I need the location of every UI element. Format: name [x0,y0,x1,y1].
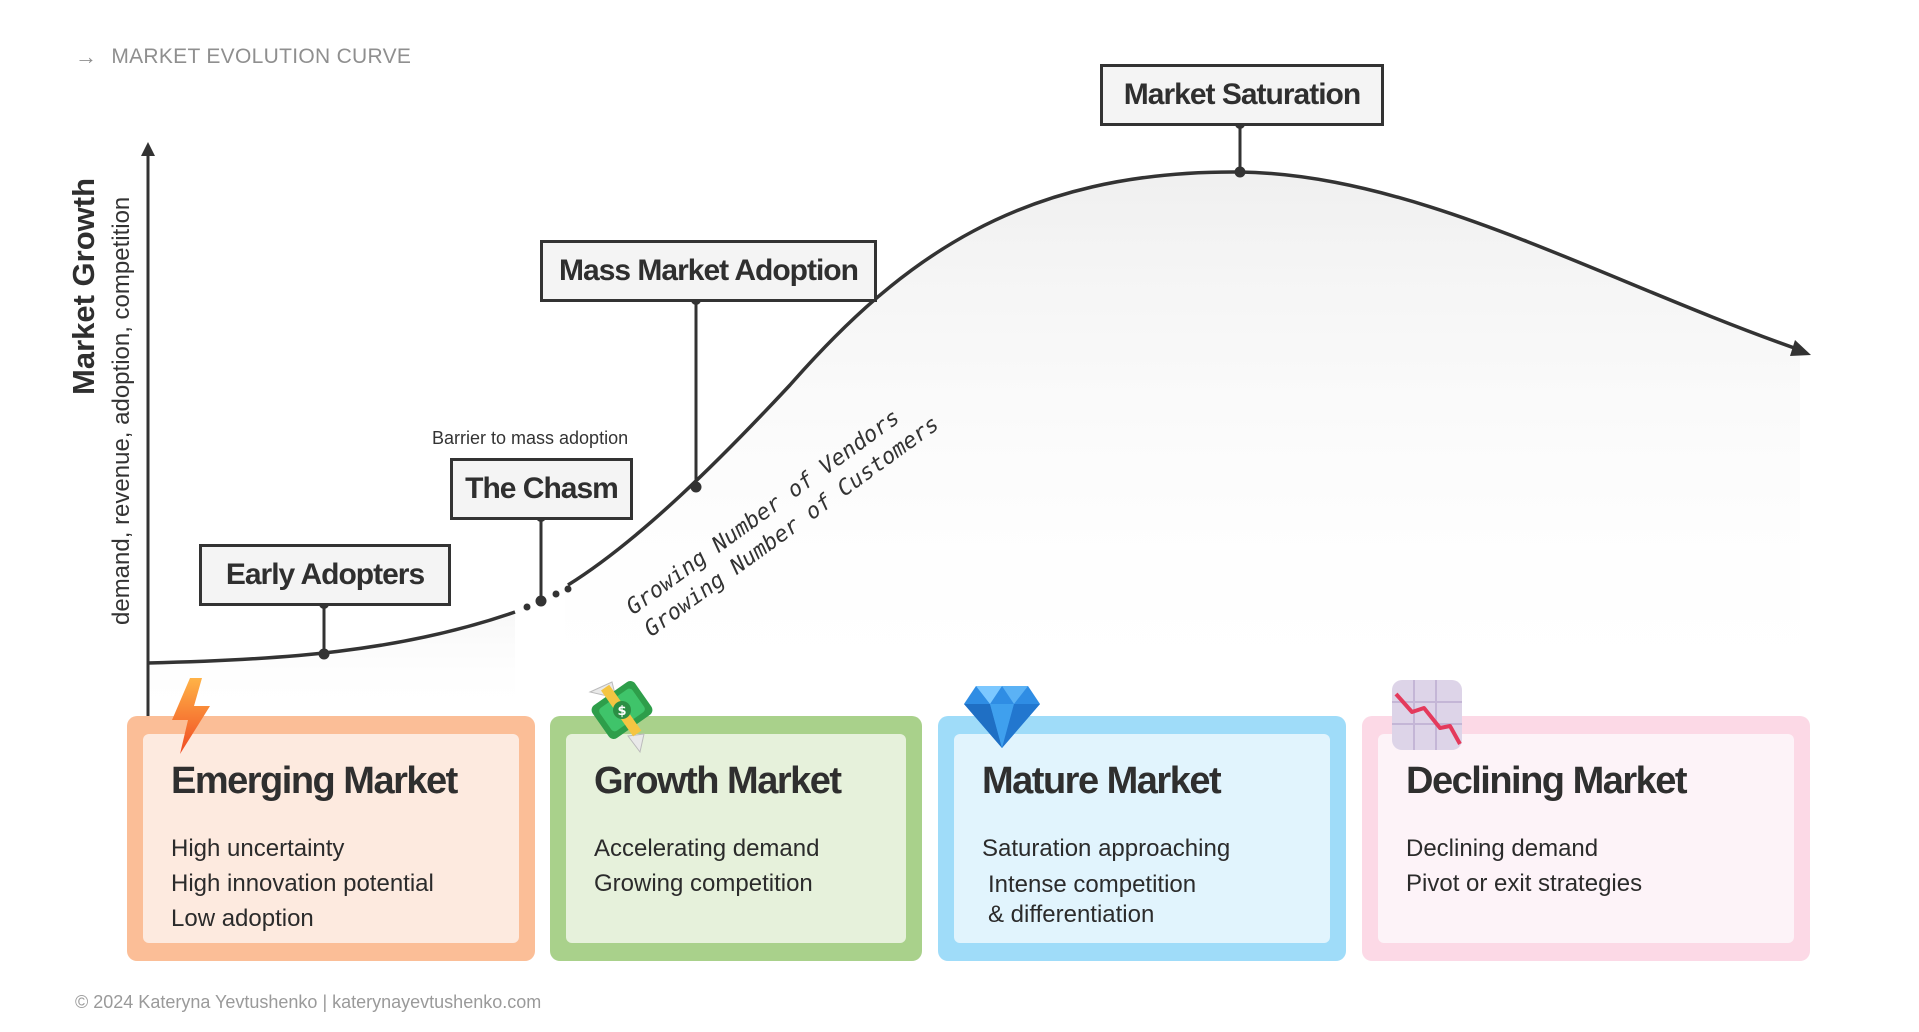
card-line: High innovation potential [171,870,434,897]
connector-dot [690,481,702,493]
label-market-saturation: Market Saturation [1100,64,1384,126]
card-line: Declining demand [1406,835,1599,862]
card-mature-market: Mature Market Saturation approaching Int… [938,716,1346,961]
card-line: Pivot or exit strategies [1406,870,1643,897]
card-line: Intense competition [988,871,1197,898]
card-declining-market: Declining Market Declining demand Pivot … [1362,716,1810,961]
gem-icon [964,686,1040,748]
y-axis-title: Market Growth [66,177,101,395]
card-growth-market: Growth Market Accelerating demand Growin… [550,716,922,961]
card-emerging-market: Emerging Market High uncertainty High in… [127,716,535,961]
curve-early [147,610,516,665]
label-mass-market-adoption: Mass Market Adoption [540,240,877,302]
label-early-adopters: Early Adopters [199,544,451,606]
chasm-note: Barrier to mass adoption [432,428,629,448]
chasm-dot [552,590,560,598]
money-with-wings-icon: $ [588,681,653,754]
chasm-dot [523,603,531,611]
card-title: Growth Market [594,760,842,802]
connector-dot [318,648,330,660]
curve-shading-early [148,612,515,715]
chart-decreasing-icon [1392,680,1462,750]
label-the-chasm: The Chasm [450,458,633,520]
card-emerging-inner: Emerging Market High uncertainty High in… [143,734,519,943]
diagram-header: → MARKET EVOLUTION CURVE [75,44,411,70]
lightning-icon [172,678,210,754]
connector-dot [1234,166,1246,178]
diagram-title: MARKET EVOLUTION CURVE [111,45,412,68]
card-line: Accelerating demand [594,835,820,862]
connector-dot [535,595,547,607]
card-line: Low adoption [171,905,314,932]
chasm-dot [564,585,572,593]
card-line: Growing competition [594,870,813,897]
card-title: Mature Market [982,760,1222,802]
svg-text:$: $ [617,704,626,719]
card-title: Emerging Market [171,760,458,802]
y-axis-arrowhead [141,142,155,156]
curve-shading [565,171,1800,716]
card-line: High uncertainty [171,835,345,862]
card-line: & differentiation [988,901,1155,928]
y-axis-subtitle: demand, revenue, adoption, competition [108,196,135,625]
curve-arrowhead [1790,340,1811,356]
card-declining-inner: Declining Market Declining demand Pivot … [1378,734,1794,943]
arrow-right-icon: → [75,44,98,69]
card-mature-inner: Mature Market Saturation approaching Int… [954,734,1330,943]
card-title: Declining Market [1406,760,1688,802]
curve-main [567,170,1801,587]
card-line: Saturation approaching [982,835,1231,862]
card-growth-inner: Growth Market Accelerating demand Growin… [566,734,906,943]
footer-copyright: © 2024 Kateryna Yevtushenko | katerynaye… [75,992,542,1012]
